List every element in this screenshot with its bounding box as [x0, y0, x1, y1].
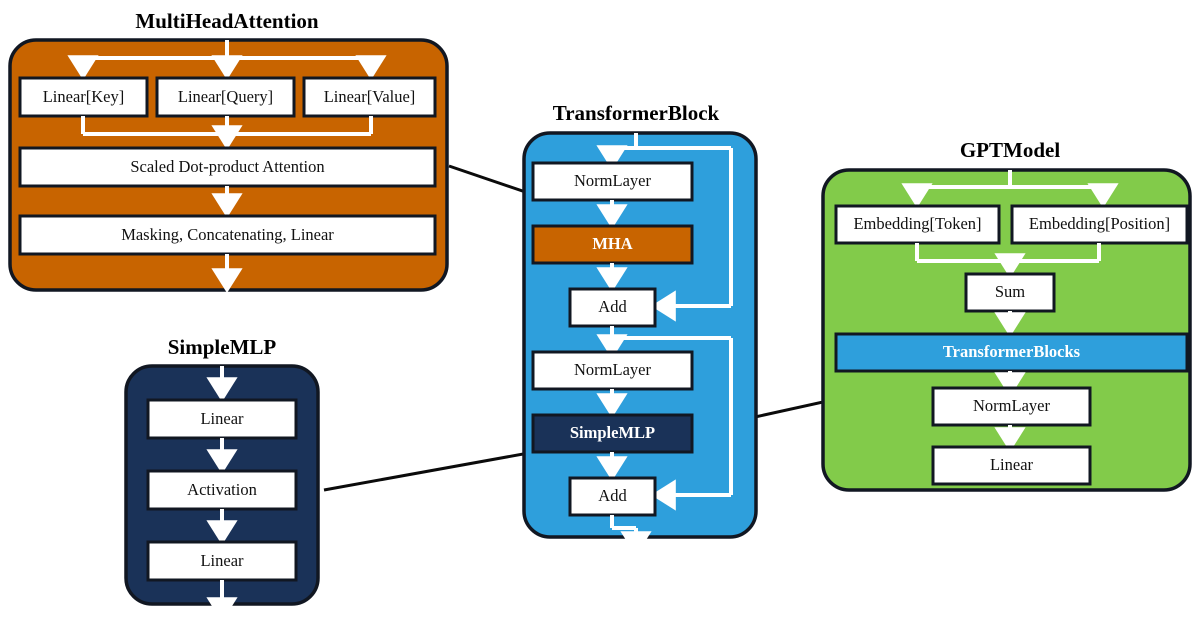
node-linear-query[interactable] [155, 76, 296, 118]
node-block-add-2-label: Add [598, 486, 627, 505]
node-scaled-dot-product-attention-label: Scaled Dot-product Attention [130, 157, 324, 176]
node-masking-concat-linear-label: Masking, Concatenating, Linear [121, 225, 334, 244]
panel-title-gpt-model: GPTModel [960, 138, 1060, 162]
block-residual-2 [596, 326, 733, 511]
node-linear-value[interactable] [302, 76, 437, 118]
gpt-embedding-fanin [915, 243, 1101, 279]
node-block-add-1-label: Add [598, 297, 627, 316]
panel-gpt-model[interactable]: GPTModel Embedding[Token] Embedding[Posi… [821, 138, 1192, 492]
node-mlp-activation-label: Activation [187, 480, 257, 499]
node-gpt-normlayer-label: NormLayer [973, 396, 1050, 415]
node-embedding-token-label: Embedding[Token] [853, 214, 981, 233]
node-embedding-position[interactable] [1010, 204, 1189, 245]
node-mlp-linear-2-label: Linear [200, 551, 244, 570]
node-block-normlayer-1-label: NormLayer [574, 171, 651, 190]
mha-fanin-arrows [81, 116, 373, 151]
mha-fanout-arrows [67, 40, 387, 81]
node-masking-concat-linear[interactable] [18, 214, 437, 256]
node-gpt-sum-label: Sum [995, 282, 1025, 301]
node-mlp-linear-1-label: Linear [200, 409, 244, 428]
gpt-embedding-fanout [901, 170, 1119, 209]
node-linear-query-label: Linear[Query] [178, 87, 273, 106]
node-block-add-1[interactable] [568, 287, 657, 328]
panel-multihead-attention[interactable]: MultiHeadAttention Linear[Key] Linear[Qu… [8, 9, 449, 294]
node-linear-key-label: Linear[Key] [43, 87, 125, 106]
node-block-mha-label: MHA [592, 234, 632, 253]
block-residual-1 [596, 133, 733, 322]
node-gpt-linear[interactable] [931, 445, 1092, 486]
node-block-simple-mlp-label: SimpleMLP [570, 423, 655, 442]
panel-title-simple-mlp: SimpleMLP [168, 335, 277, 359]
panel-transformer-block[interactable]: TransformerBlock NormLayer MHA Add NormL [522, 101, 758, 557]
node-block-mha[interactable] [531, 224, 694, 265]
node-gpt-transformer-blocks-label: TransformerBlocks [943, 342, 1081, 361]
node-scaled-dot-product-attention[interactable] [18, 146, 437, 188]
node-linear-key[interactable] [18, 76, 149, 118]
node-embedding-position-label: Embedding[Position] [1029, 214, 1170, 233]
panel-title-multihead-attention: MultiHeadAttention [135, 9, 318, 33]
node-gpt-linear-label: Linear [990, 455, 1034, 474]
node-block-normlayer-2-label: NormLayer [574, 360, 651, 379]
node-linear-value-label: Linear[Value] [324, 87, 416, 106]
block-exit-arrow [610, 515, 652, 557]
panel-simple-mlp[interactable]: SimpleMLP Linear Activation Linear [124, 335, 320, 620]
panel-title-transformer-block: TransformerBlock [553, 101, 720, 125]
node-block-normlayer-1[interactable] [531, 161, 694, 202]
